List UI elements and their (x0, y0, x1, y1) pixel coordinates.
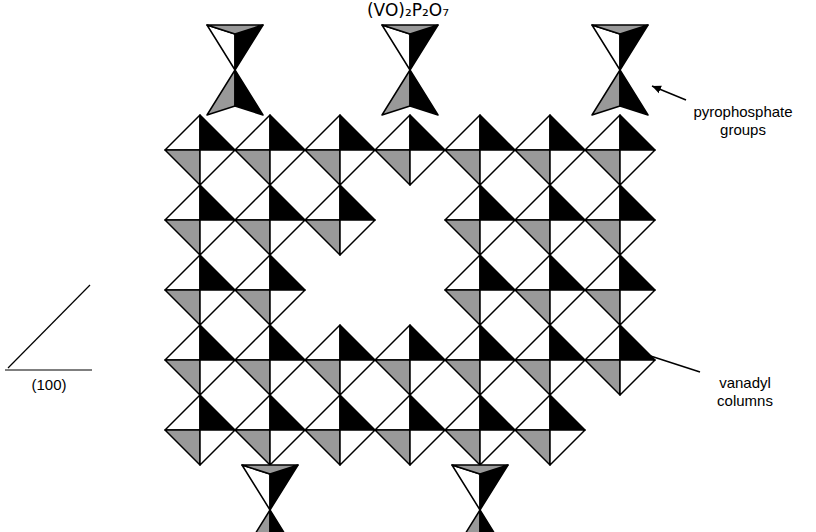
octahedron (235, 185, 305, 255)
octahedron (165, 115, 235, 185)
pyrophosphate-group (207, 25, 263, 115)
octahedron (515, 325, 585, 395)
octahedron (585, 325, 655, 395)
pyrophosphate-tetrahedra (207, 25, 648, 532)
octahedron (515, 185, 585, 255)
octahedron (445, 255, 515, 325)
octahedron (305, 115, 375, 185)
leader-arrows (632, 86, 700, 372)
direction-marker (5, 285, 92, 370)
octahedron (445, 185, 515, 255)
octahedron (235, 325, 305, 395)
pyrophosphate-label: pyrophosphate groups (688, 103, 798, 139)
octahedron (165, 325, 235, 395)
octahedron (235, 395, 305, 465)
octahedron (165, 255, 235, 325)
vanadyl-octahedra (165, 115, 655, 465)
octahedron (165, 395, 235, 465)
axis-line (5, 369, 92, 370)
plane-line (8, 285, 90, 368)
octahedron (445, 325, 515, 395)
octahedron (445, 395, 515, 465)
octahedron (375, 325, 445, 395)
octahedron (375, 115, 445, 185)
octahedron (585, 255, 655, 325)
octahedron (235, 115, 305, 185)
pyrophosphate-group (452, 465, 508, 532)
figure-title: (VO)₂P₂O₇ (0, 0, 816, 20)
leader-arrow (652, 86, 686, 100)
octahedron (305, 325, 375, 395)
leader-arrow (632, 350, 700, 372)
octahedron (585, 115, 655, 185)
octahedron (165, 185, 235, 255)
direction-label: (100) (14, 376, 84, 394)
octahedron (515, 395, 585, 465)
octahedron (305, 185, 375, 255)
octahedron (585, 185, 655, 255)
octahedron (375, 395, 445, 465)
octahedron (515, 115, 585, 185)
pyrophosphate-group (242, 465, 298, 532)
octahedron (235, 255, 305, 325)
vanadyl-label: vanadyl columns (700, 374, 790, 410)
octahedron (515, 255, 585, 325)
pyrophosphate-group (592, 25, 648, 115)
octahedron (445, 115, 515, 185)
pyrophosphate-group (382, 25, 438, 115)
octahedron (305, 395, 375, 465)
